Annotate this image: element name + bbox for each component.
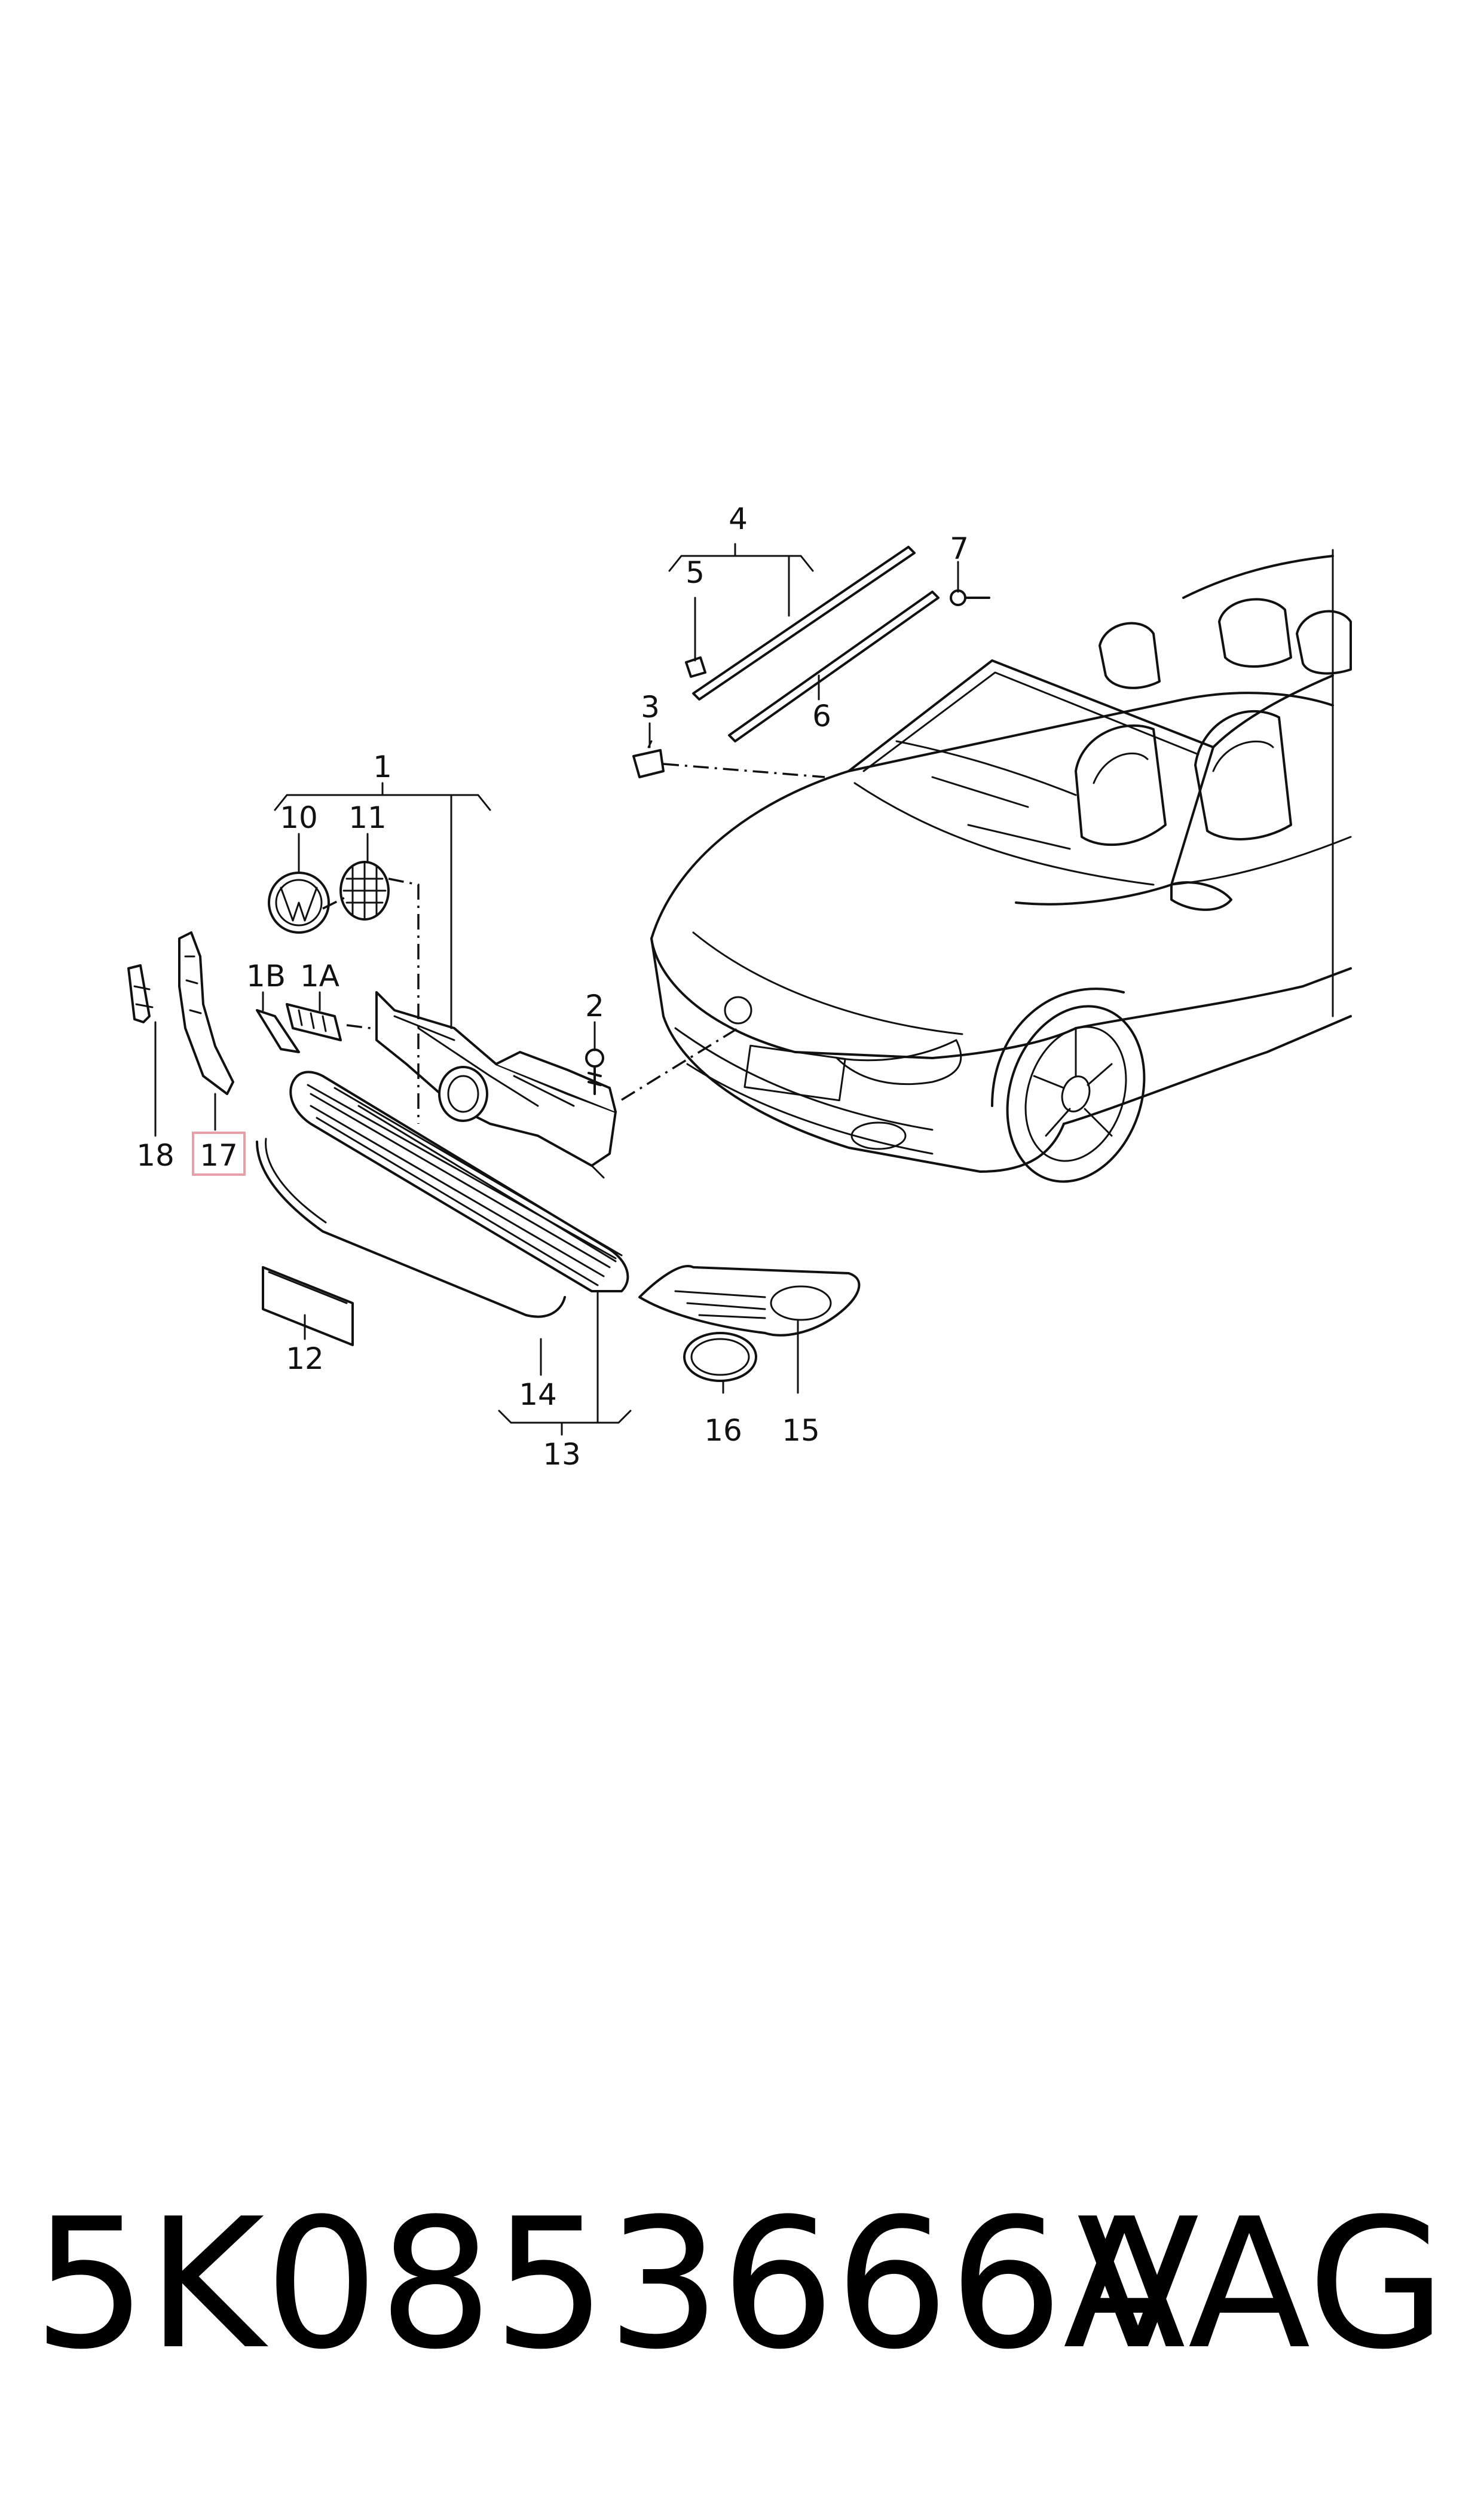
callout-13: 13	[543, 1437, 581, 1472]
part-10-vw-emblem	[268, 872, 330, 934]
callout-6: 6	[812, 699, 831, 733]
part-16-ring	[683, 1332, 757, 1382]
part-number: 5K0853666A	[33, 2180, 1186, 2389]
callout-2: 2	[585, 989, 604, 1023]
callout-16: 16	[704, 1413, 742, 1448]
part-13-lower-grille	[289, 1071, 629, 1292]
callout-1a: 1A	[300, 959, 339, 993]
car-illustration	[650, 549, 1352, 1183]
footer: 5K0853666A VAG	[33, 2180, 1446, 2389]
callout-17: 17	[200, 1138, 238, 1173]
part-3-bracket	[632, 740, 665, 778]
leader-lines	[154, 543, 959, 1436]
connector-lines	[322, 763, 825, 1124]
callout-5: 5	[686, 555, 705, 590]
callout-3: 3	[641, 690, 660, 724]
part-17-side-bracket	[178, 931, 234, 1095]
callout-1b: 1B	[246, 959, 286, 993]
part-14-trim-strip	[256, 1138, 566, 1318]
part-1-grille-assembly	[375, 991, 617, 1179]
part-1b-clip	[256, 1009, 300, 1053]
callout-12: 12	[286, 1341, 324, 1376]
highlight-box-17	[192, 1132, 246, 1176]
part-7-fastener	[950, 589, 990, 606]
callout-18: 18	[136, 1138, 175, 1173]
part-12-plate-bracket	[262, 1266, 354, 1346]
callout-1: 1	[373, 750, 392, 784]
brand-name: VAG	[1077, 2180, 1446, 2389]
callout-11: 11	[348, 800, 387, 835]
part-18-small-bracket	[127, 964, 154, 1023]
callout-14: 14	[519, 1377, 557, 1412]
callout-10: 10	[280, 800, 318, 835]
callout-15: 15	[782, 1413, 820, 1448]
callout-7: 7	[950, 531, 969, 566]
callout-labels: 1 4 5 6 7 3 2 10 11 1B 1A 12 13 14 15 16…	[136, 502, 969, 1472]
part-1a-clip	[286, 1003, 342, 1041]
part-15-foglight-cover	[638, 1265, 861, 1337]
part-11-emblem-mesh	[339, 861, 390, 921]
part-2-screw	[585, 1048, 604, 1095]
callout-4: 4	[729, 502, 748, 536]
part-4-trim-strips	[692, 546, 940, 742]
